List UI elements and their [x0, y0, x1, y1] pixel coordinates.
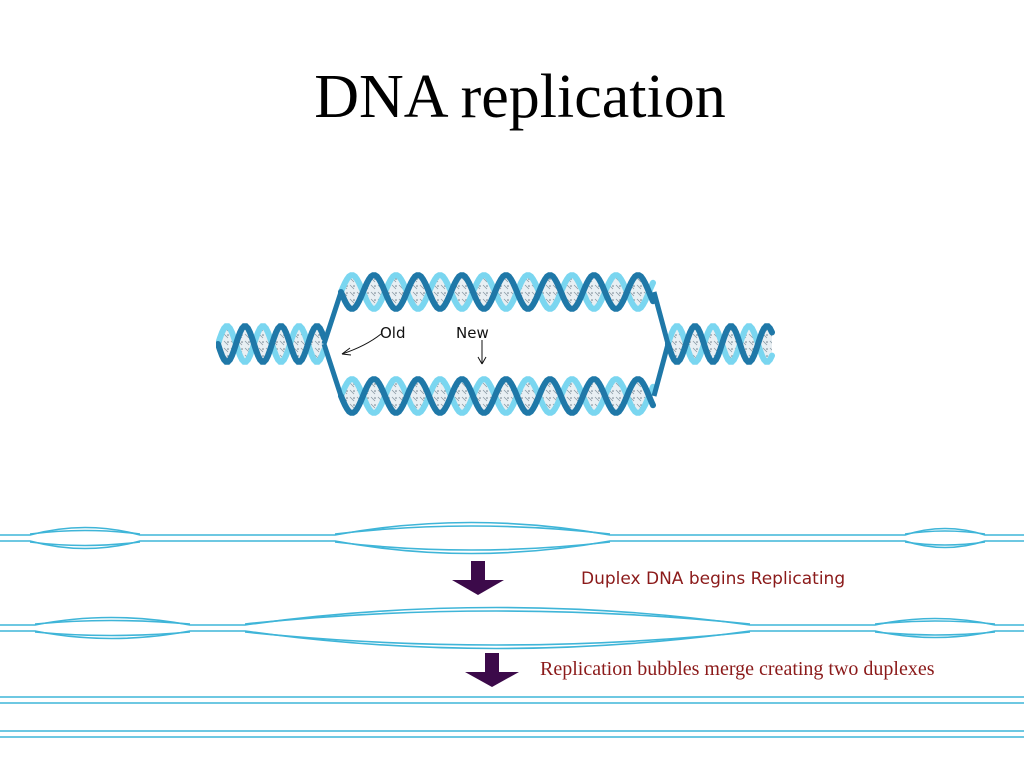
duplex-row-growing	[0, 606, 1024, 650]
step-arrow-1	[452, 561, 504, 595]
duplex-row-result	[0, 696, 1024, 738]
dna-helix-illustration: Old New	[216, 272, 775, 416]
old-strand-pointer	[341, 333, 382, 356]
step-arrow-2	[465, 653, 519, 687]
helix-upper-daughter	[338, 272, 656, 312]
helix-right-duplex	[665, 323, 775, 365]
step2-caption: Replication bubbles merge creating two d…	[540, 658, 935, 680]
helix-lower-daughter	[338, 376, 656, 416]
old-strand-label: Old	[380, 324, 406, 342]
replication-fork-lines	[321, 291, 671, 397]
new-strand-pointer	[477, 340, 487, 365]
new-strand-label: New	[456, 324, 489, 342]
duplex-row-initial	[0, 521, 1024, 555]
slide-title: DNA replication	[314, 63, 726, 131]
step1-caption: Duplex DNA begins Replicating	[581, 569, 846, 589]
helix-left-duplex	[216, 323, 327, 365]
